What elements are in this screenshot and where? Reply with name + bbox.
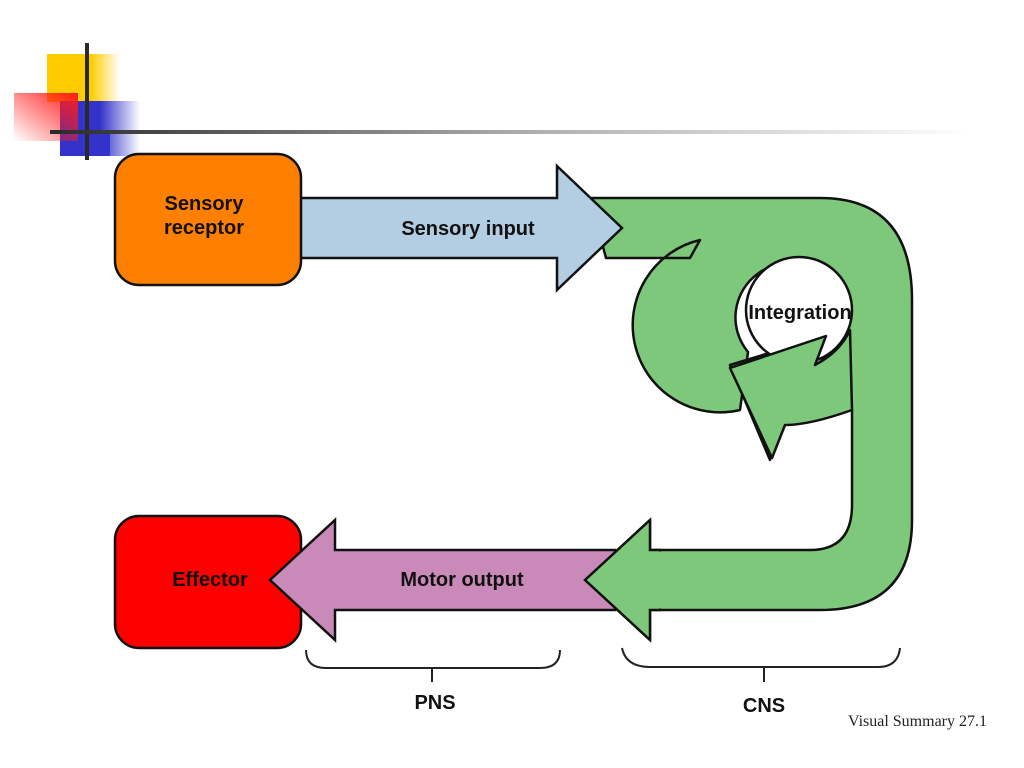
integration-label: Integration	[748, 302, 851, 324]
slide-caption: Visual Summary 27.1	[848, 713, 987, 730]
cns-label: CNS	[743, 695, 785, 717]
integration-arrowhead	[728, 328, 854, 460]
sensory-receptor-box	[113, 152, 303, 287]
sensory-input-label: Sensory input	[401, 218, 535, 240]
sensory-receptor-node: Sensory receptor	[113, 152, 303, 287]
motor-output-arrow: Motor output	[268, 517, 617, 643]
cns-brace-shape	[621, 647, 901, 682]
effector-label: Effector	[172, 569, 248, 591]
sensory-input-arrow: Sensory input	[298, 163, 624, 293]
pns-label: PNS	[414, 692, 455, 714]
cns-output-arrow-body-fill	[649, 551, 669, 609]
sensory-receptor-label-line2: receptor	[164, 217, 244, 239]
title-decoration	[14, 43, 970, 160]
cns-output-arrowhead	[583, 517, 662, 643]
cns-brace: CNS	[621, 647, 901, 717]
pns-brace-shape	[305, 649, 561, 682]
decor-horizontal-line	[50, 130, 970, 134]
decor-vertical-line	[85, 43, 89, 160]
sensory-receptor-label-line1: Sensory	[165, 193, 245, 215]
pns-brace: PNS	[305, 649, 561, 714]
motor-output-label: Motor output	[400, 569, 524, 591]
motor-output-arrow-shape	[268, 517, 617, 643]
integration-loop: Integration	[583, 196, 914, 642]
sensory-input-arrow-shape	[298, 163, 624, 293]
